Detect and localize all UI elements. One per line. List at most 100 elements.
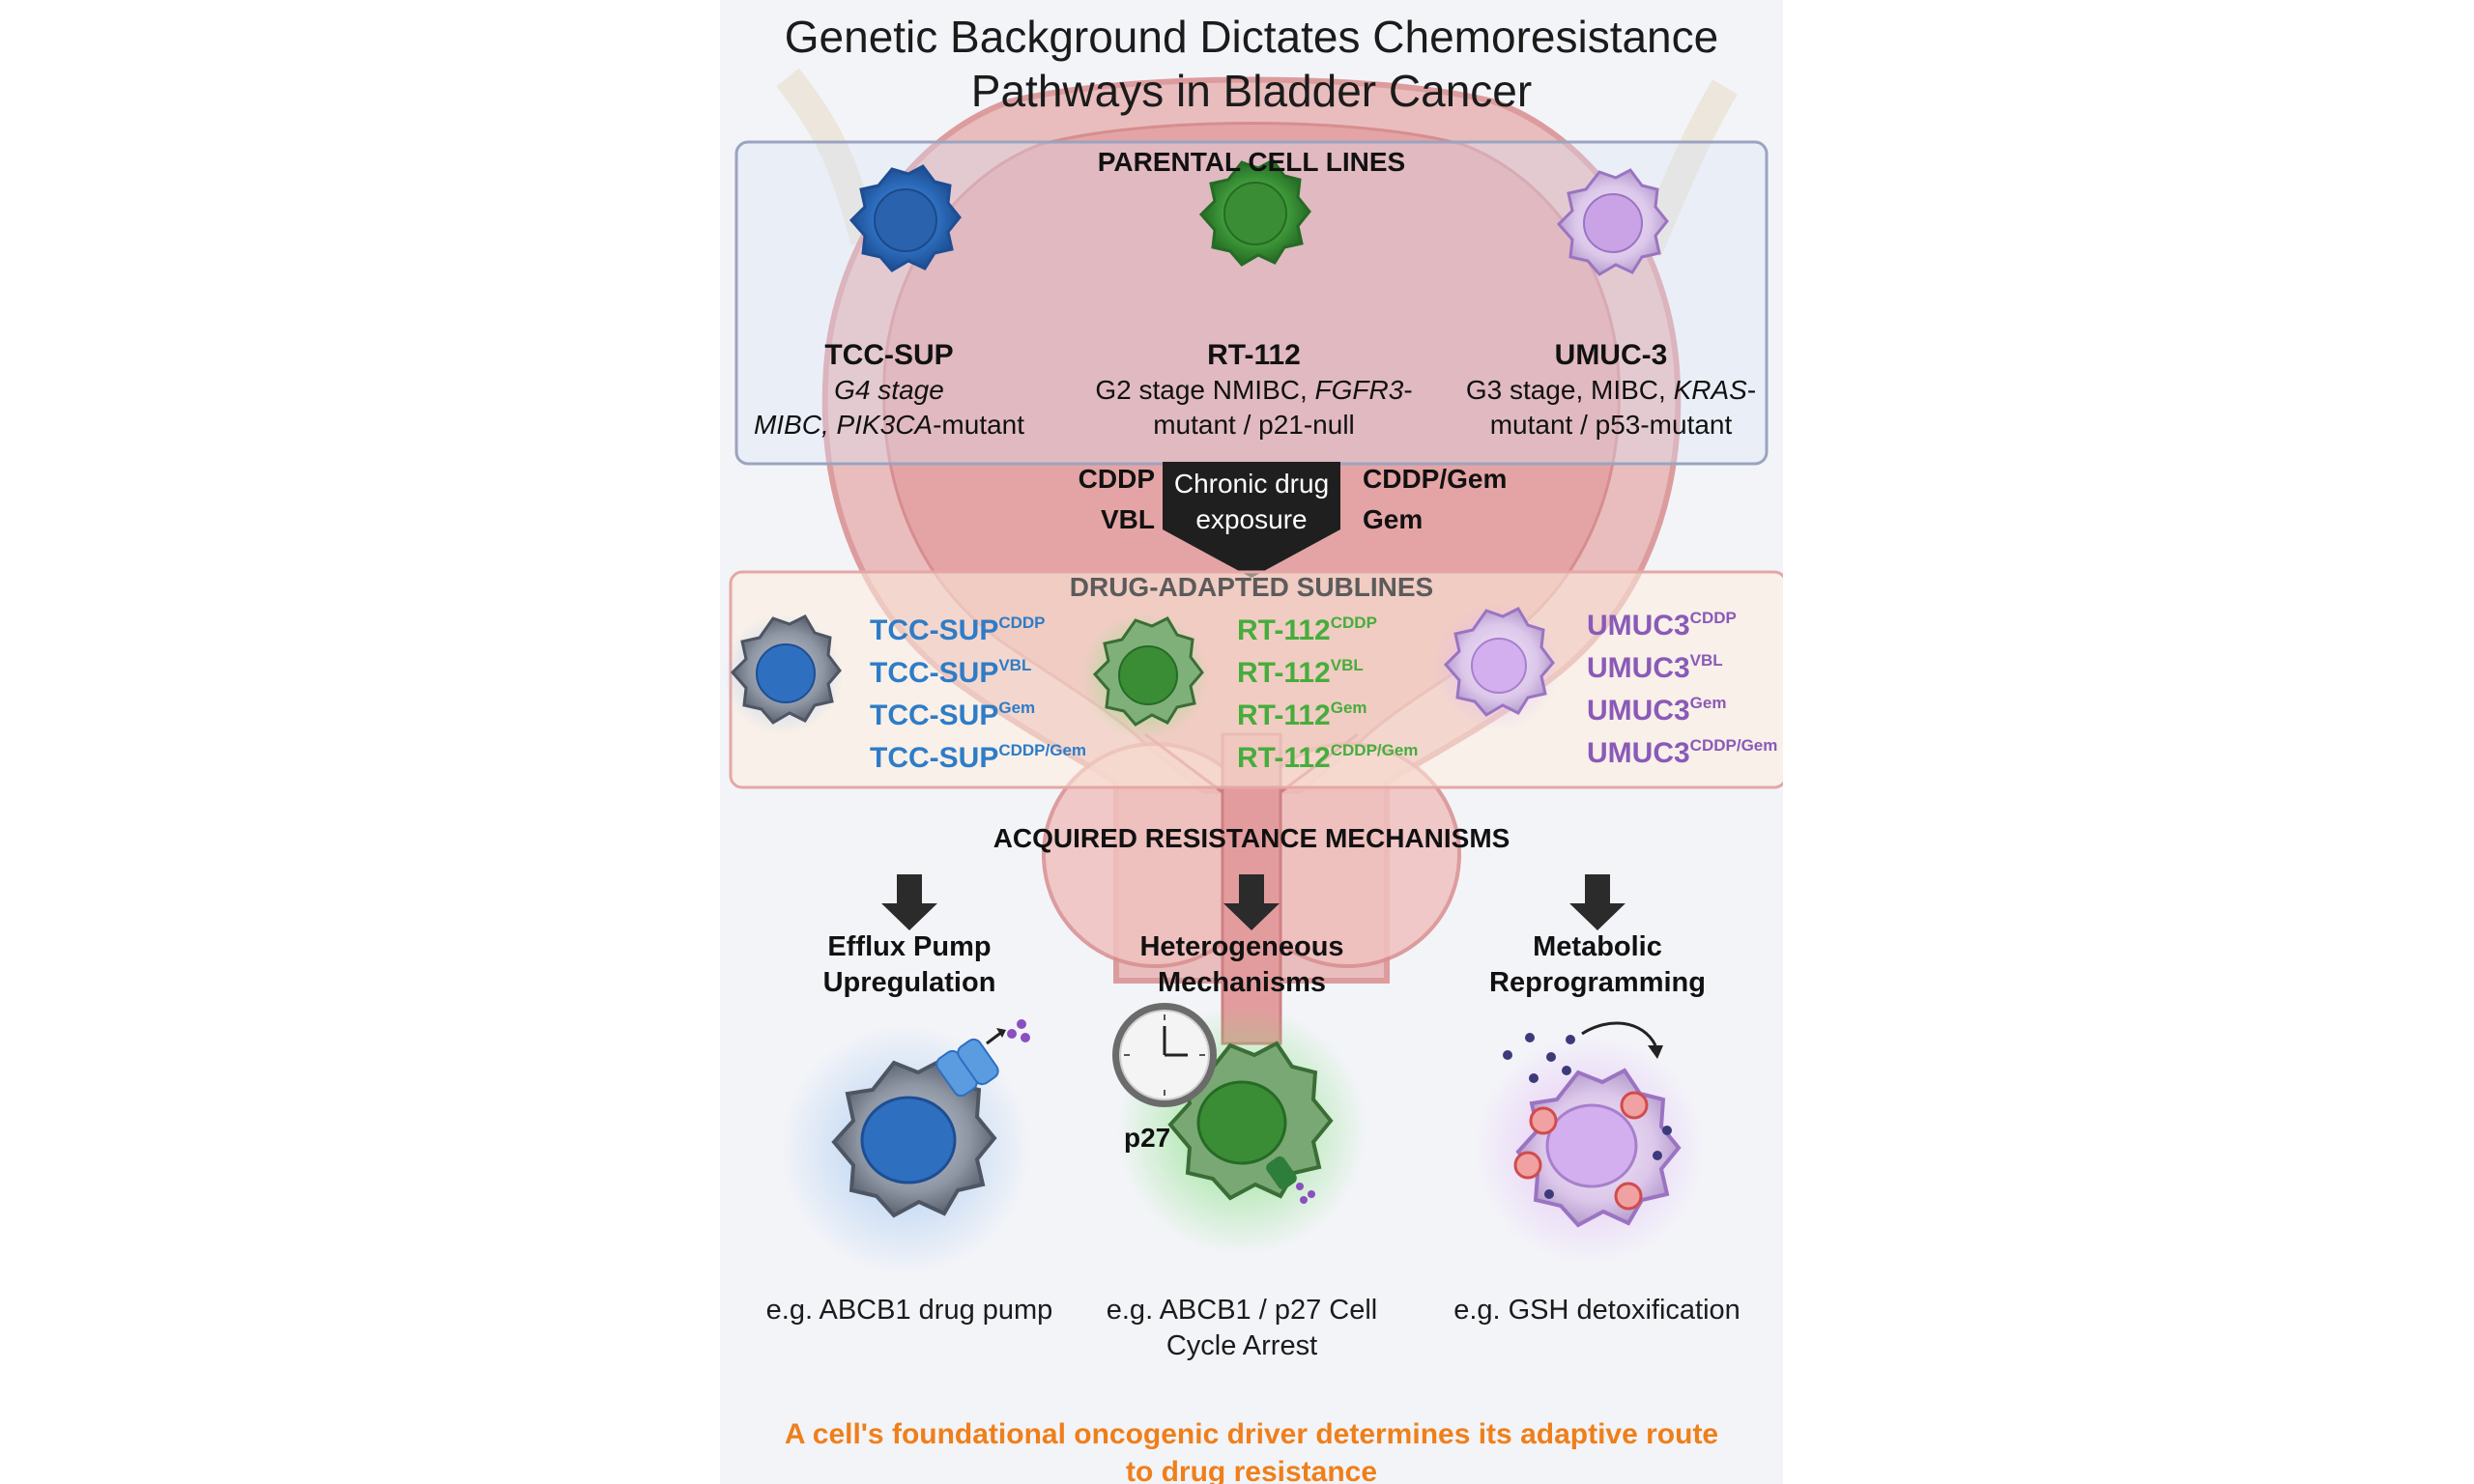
subline-suffix: CDDP/Gem: [998, 741, 1087, 759]
gene-name: FGFR3: [1314, 375, 1404, 405]
mechanism-title-heterogeneous: Heterogeneous Mechanisms: [1097, 929, 1387, 1001]
subline-suffix: Gem: [998, 699, 1036, 717]
subline-item: UMUC3CDDP: [1587, 601, 1777, 643]
cell-name: TCC-SUP: [824, 339, 954, 371]
umuc-3-parental-cell: [1556, 168, 1669, 276]
subline-base: TCC-SUP: [870, 614, 999, 646]
rt-112-parental-cell: [1198, 158, 1311, 267]
subline-base: TCC-SUP: [870, 699, 999, 731]
arrow-label-line-2: exposure: [1195, 504, 1308, 534]
subline-base: UMUC3: [1587, 610, 1690, 642]
mechanism-title-line-2: Upregulation: [822, 967, 996, 998]
abcb1-pump-icon: [935, 1028, 1006, 1098]
umuc3-sublines: UMUC3CDDP UMUC3VBL UMUC3Gem UMUC3CDDP/Ge…: [1587, 601, 1777, 771]
cell-name: UMUC-3: [1554, 339, 1668, 371]
subline-item: UMUC3CDDP/Gem: [1587, 728, 1777, 771]
subline-base: UMUC3: [1587, 737, 1690, 769]
mechanism-title-line-1: Efflux Pump: [827, 931, 992, 962]
mechanism-title-efflux: Efflux Pump Upregulation: [764, 929, 1054, 1001]
subline-suffix: CDDP/Gem: [1689, 736, 1778, 755]
mechanism-title-line-1: Metabolic: [1533, 931, 1662, 962]
subline-suffix: CDDP: [1689, 609, 1737, 627]
arrow-label-line-1: Chronic drug: [1173, 469, 1330, 499]
gene-name: KRAS: [1673, 375, 1747, 405]
bladder-illustration: [723, 68, 1783, 1275]
mechanism-title-metabolic: Metabolic Reprogramming: [1453, 929, 1742, 1001]
example-line-1: e.g. ABCB1 drug pump: [765, 1295, 1053, 1326]
subline-base: TCC-SUP: [870, 657, 999, 689]
subline-item: RT-112Gem: [1237, 691, 1418, 733]
tcc-sup-sublines: TCC-SUPCDDP TCC-SUPVBL TCC-SUPGem TCC-SU…: [870, 606, 1086, 776]
adapted-heading: DRUG-ADAPTED SUBLINES: [1069, 572, 1434, 602]
cell-desc-text: -: [1403, 375, 1413, 405]
cell-desc-text: MIBC,: [753, 410, 837, 440]
mechanism-title-line-2: Reprogramming: [1489, 967, 1706, 998]
subline-item: TCC-SUPVBL: [870, 648, 1086, 691]
tcc-sup-parental-cell: [849, 164, 962, 272]
tcc-sup-adapted-cell: [723, 614, 843, 734]
cell-desc-text: -: [1746, 375, 1757, 405]
figure-title: Genetic Background Dictates Chemoresista…: [720, 10, 1783, 118]
tcc-sup-parental-label: TCC-SUP G4 stage MIBC, PIK3CA-mutant: [739, 338, 1039, 442]
title-line-1: Genetic Background Dictates Chemoresista…: [784, 12, 1719, 62]
umuc3-adapted-cell: [1432, 603, 1560, 730]
figure-panel: Genetic Background Dictates Chemoresista…: [720, 0, 1783, 1484]
example-heterogeneous: e.g. ABCB1 / p27 Cell Cycle Arrest: [1068, 1293, 1416, 1364]
subline-suffix: Gem: [1689, 694, 1727, 712]
cell-desc-text: G2 stage NMIBC,: [1095, 375, 1315, 405]
mechanism-title-line-1: Heterogeneous: [1139, 931, 1344, 962]
cell-desc-line-1: G2 stage NMIBC, FGFR3-: [1078, 373, 1430, 408]
subline-item: RT-112CDDP/Gem: [1237, 733, 1418, 776]
drug-exposure-arrow: [1163, 462, 1340, 578]
title-line-2: Pathways in Bladder Cancer: [970, 66, 1533, 116]
umuc-3-parental-label: UMUC-3 G3 stage, MIBC, KRAS- mutant / p5…: [1447, 338, 1775, 442]
example-metabolic: e.g. GSH detoxification: [1421, 1293, 1773, 1328]
subline-base: UMUC3: [1587, 652, 1690, 684]
efflux-pump-cell: [780, 1019, 1031, 1275]
mechanisms-heading: ACQUIRED RESISTANCE MECHANISMS: [992, 823, 1510, 853]
drug-label-cddp-left: CDDP: [1078, 464, 1155, 494]
subline-base: RT-112: [1237, 742, 1331, 774]
drug-label-vbl: VBL: [1101, 504, 1155, 534]
subline-base: RT-112: [1237, 657, 1331, 689]
cell-desc-line-2: MIBC, PIK3CA-mutant: [739, 408, 1039, 442]
subline-item: RT-112CDDP: [1237, 606, 1418, 648]
metabolic-cell: [1474, 1021, 1706, 1266]
subline-item: UMUC3VBL: [1587, 643, 1777, 686]
drug-label-cddp-gem: CDDP/Gem: [1363, 464, 1508, 494]
example-line-1: e.g. ABCB1 / p27 Cell: [1106, 1295, 1378, 1326]
subline-base: UMUC3: [1587, 695, 1690, 727]
rt-112-adapted-cell: [1081, 613, 1209, 740]
example-efflux: e.g. ABCB1 drug pump: [735, 1293, 1083, 1328]
conclusion: A cell's foundational oncogenic driver d…: [720, 1415, 1783, 1484]
subline-suffix: CDDP: [1330, 614, 1377, 632]
subline-suffix: VBL: [1330, 656, 1364, 674]
cell-desc-text: G4 stage: [834, 375, 944, 405]
subline-suffix: VBL: [998, 656, 1032, 674]
drug-label-gem: Gem: [1363, 504, 1424, 534]
subline-base: RT-112: [1237, 699, 1331, 731]
rt-112-sublines: RT-112CDDP RT-112VBL RT-112Gem RT-112CDD…: [1237, 606, 1418, 776]
conclusion-line-1: A cell's foundational oncogenic driver d…: [784, 1418, 1719, 1450]
p27-label: p27: [1124, 1123, 1171, 1153]
subline-suffix: Gem: [1330, 699, 1367, 717]
subline-item: UMUC3Gem: [1587, 686, 1777, 728]
cell-desc-text: G3 stage, MIBC,: [1465, 375, 1674, 405]
subline-item: TCC-SUPCDDP/Gem: [870, 733, 1086, 776]
drug-exposure-arrow-label: Chronic drug exposure: [1165, 466, 1338, 537]
cell-desc-text: -mutant: [933, 410, 1025, 440]
subline-base: TCC-SUP: [870, 742, 999, 774]
mechanism-title-line-2: Mechanisms: [1157, 967, 1327, 998]
gene-name: PIK3CA: [836, 410, 934, 440]
cell-desc-line-2: mutant / p53-mutant: [1489, 410, 1733, 440]
subline-base: RT-112: [1237, 614, 1331, 646]
subline-item: RT-112VBL: [1237, 648, 1418, 691]
subline-suffix: VBL: [1689, 651, 1723, 670]
example-line-2: Cycle Arrest: [1165, 1330, 1318, 1361]
conclusion-line-2: to drug resistance: [1125, 1456, 1378, 1484]
clock-icon: [1112, 1003, 1217, 1107]
subline-suffix: CDDP/Gem: [1330, 741, 1419, 759]
cell-name: RT-112: [1207, 339, 1301, 371]
subline-item: TCC-SUPCDDP: [870, 606, 1086, 648]
parental-heading: PARENTAL CELL LINES: [1097, 147, 1406, 177]
